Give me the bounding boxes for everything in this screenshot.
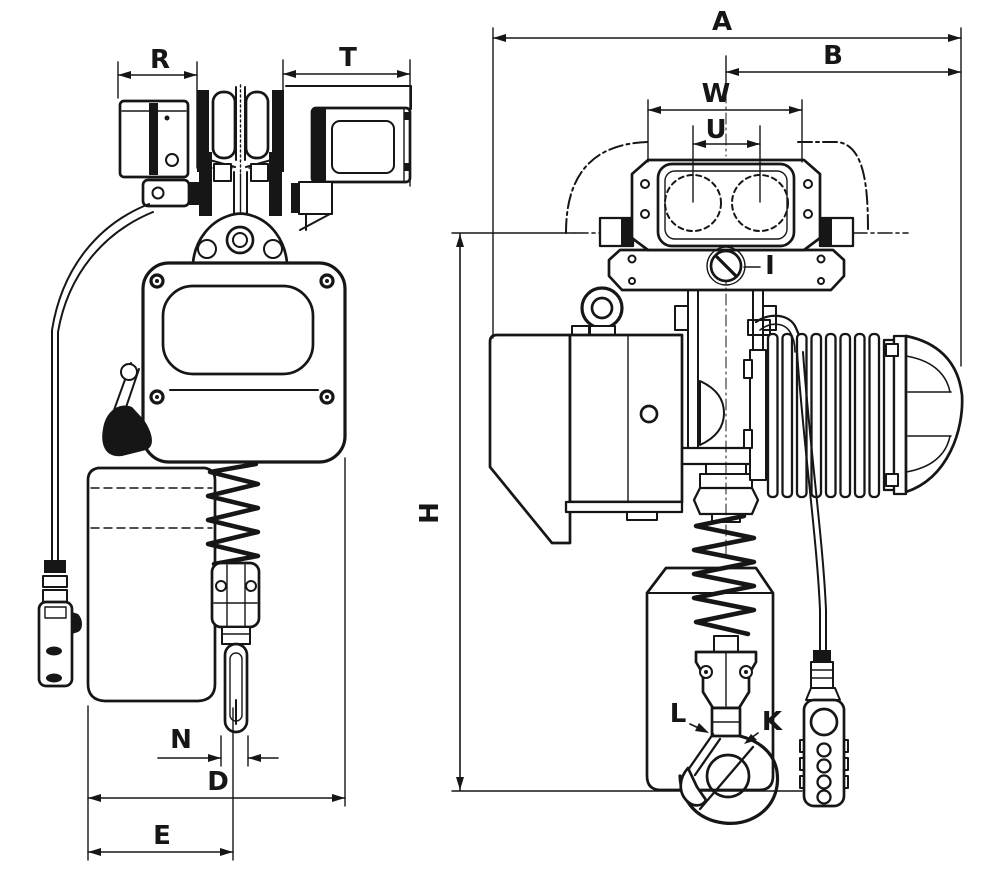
spring-front (691, 513, 757, 637)
dim-label-B: B (823, 41, 843, 71)
side-view: R T N D E (37, 43, 412, 861)
dim-label-N: N (170, 725, 192, 755)
dim-label-D: D (207, 767, 229, 797)
dim-label-E: E (153, 821, 171, 851)
dim-label-A: A (712, 7, 732, 37)
suspension-column (674, 289, 777, 523)
dims-front: A B W U I H L (415, 7, 962, 791)
dim-label-L: L (670, 699, 687, 729)
motor-end-cap (904, 334, 964, 494)
dim-label-R: R (150, 45, 170, 75)
chain-container-side (86, 466, 217, 703)
dim-label-W: W (702, 79, 731, 109)
pendant-front (796, 351, 849, 808)
eyebolt (580, 286, 624, 337)
front-view: A B W U I H L (415, 7, 964, 825)
adjuster-knob (706, 246, 761, 286)
dim-label-H: H (415, 502, 445, 524)
trolley (118, 84, 412, 264)
dims-side: R T N D E (87, 43, 411, 861)
pendant-side (37, 203, 154, 688)
hook-front (678, 635, 780, 825)
hook-side (210, 561, 261, 734)
suspension-dome (191, 212, 289, 265)
dim-label-T: T (339, 43, 357, 73)
dim-label-K: K (762, 707, 783, 737)
hoist-body-front (488, 314, 803, 545)
dim-label-U: U (705, 115, 726, 145)
hoist-body-side (102, 261, 347, 464)
spring-side (205, 461, 261, 567)
suspension-bracket (598, 158, 855, 292)
phantom-trolley-outline (565, 141, 909, 234)
dim-label-I: I (765, 251, 775, 281)
motor-fins (743, 332, 908, 499)
